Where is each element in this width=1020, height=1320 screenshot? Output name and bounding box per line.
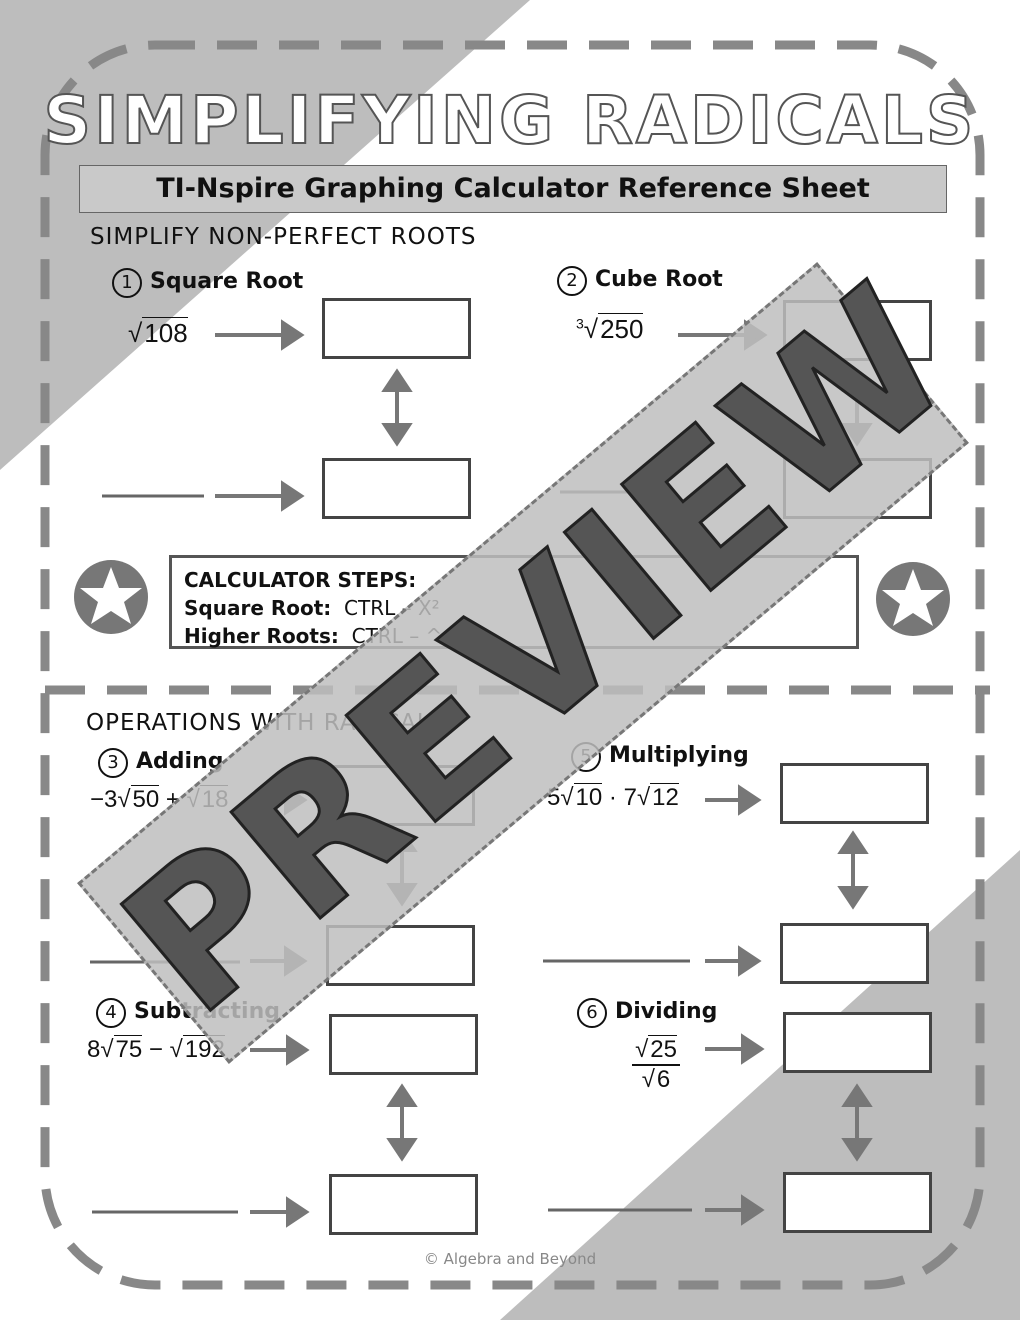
star-icon xyxy=(876,562,950,636)
star-icon xyxy=(74,560,148,634)
double-arrow-icon xyxy=(841,1083,873,1162)
answer-box[interactable] xyxy=(780,923,929,984)
double-arrow-icon xyxy=(381,368,413,447)
answer-box[interactable] xyxy=(783,1172,932,1233)
arrow-right-icon xyxy=(250,1196,310,1228)
problem-expression: 8√75 − √192 xyxy=(87,1035,225,1063)
answer-box[interactable] xyxy=(783,1012,932,1073)
problem-expression: 5√10 · 7√12 xyxy=(547,783,679,811)
problem-expression: 3√250 xyxy=(576,313,644,344)
answer-box[interactable] xyxy=(322,458,471,519)
arrow-right-icon xyxy=(705,1194,765,1226)
section-heading: SIMPLIFY NON-PERFECT ROOTS xyxy=(90,224,477,250)
dashed-border xyxy=(40,40,985,1290)
page-title: SIMPLIFYING RADICALS xyxy=(43,81,977,160)
double-arrow-icon xyxy=(386,1083,418,1162)
problem-expression: √108 xyxy=(128,317,188,348)
corner-triangle-top-left xyxy=(0,0,530,470)
arrow-right-icon xyxy=(705,1033,765,1065)
arrow-right-icon xyxy=(215,480,305,512)
answer-box[interactable] xyxy=(322,298,471,359)
arrow-right-icon xyxy=(705,784,762,816)
copyright: © Algebra and Beyond xyxy=(423,1250,597,1268)
problem-expression: √25√6 xyxy=(632,1035,680,1094)
arrow-right-icon xyxy=(705,945,762,977)
double-arrow-icon xyxy=(837,830,869,910)
arrow-right-icon xyxy=(250,1034,310,1066)
answer-box[interactable] xyxy=(329,1174,478,1235)
answer-box[interactable] xyxy=(780,763,929,824)
arrow-right-icon xyxy=(215,319,305,351)
subtitle: TI-Nspire Graphing Calculator Reference … xyxy=(79,165,947,213)
answer-box[interactable] xyxy=(329,1014,478,1075)
